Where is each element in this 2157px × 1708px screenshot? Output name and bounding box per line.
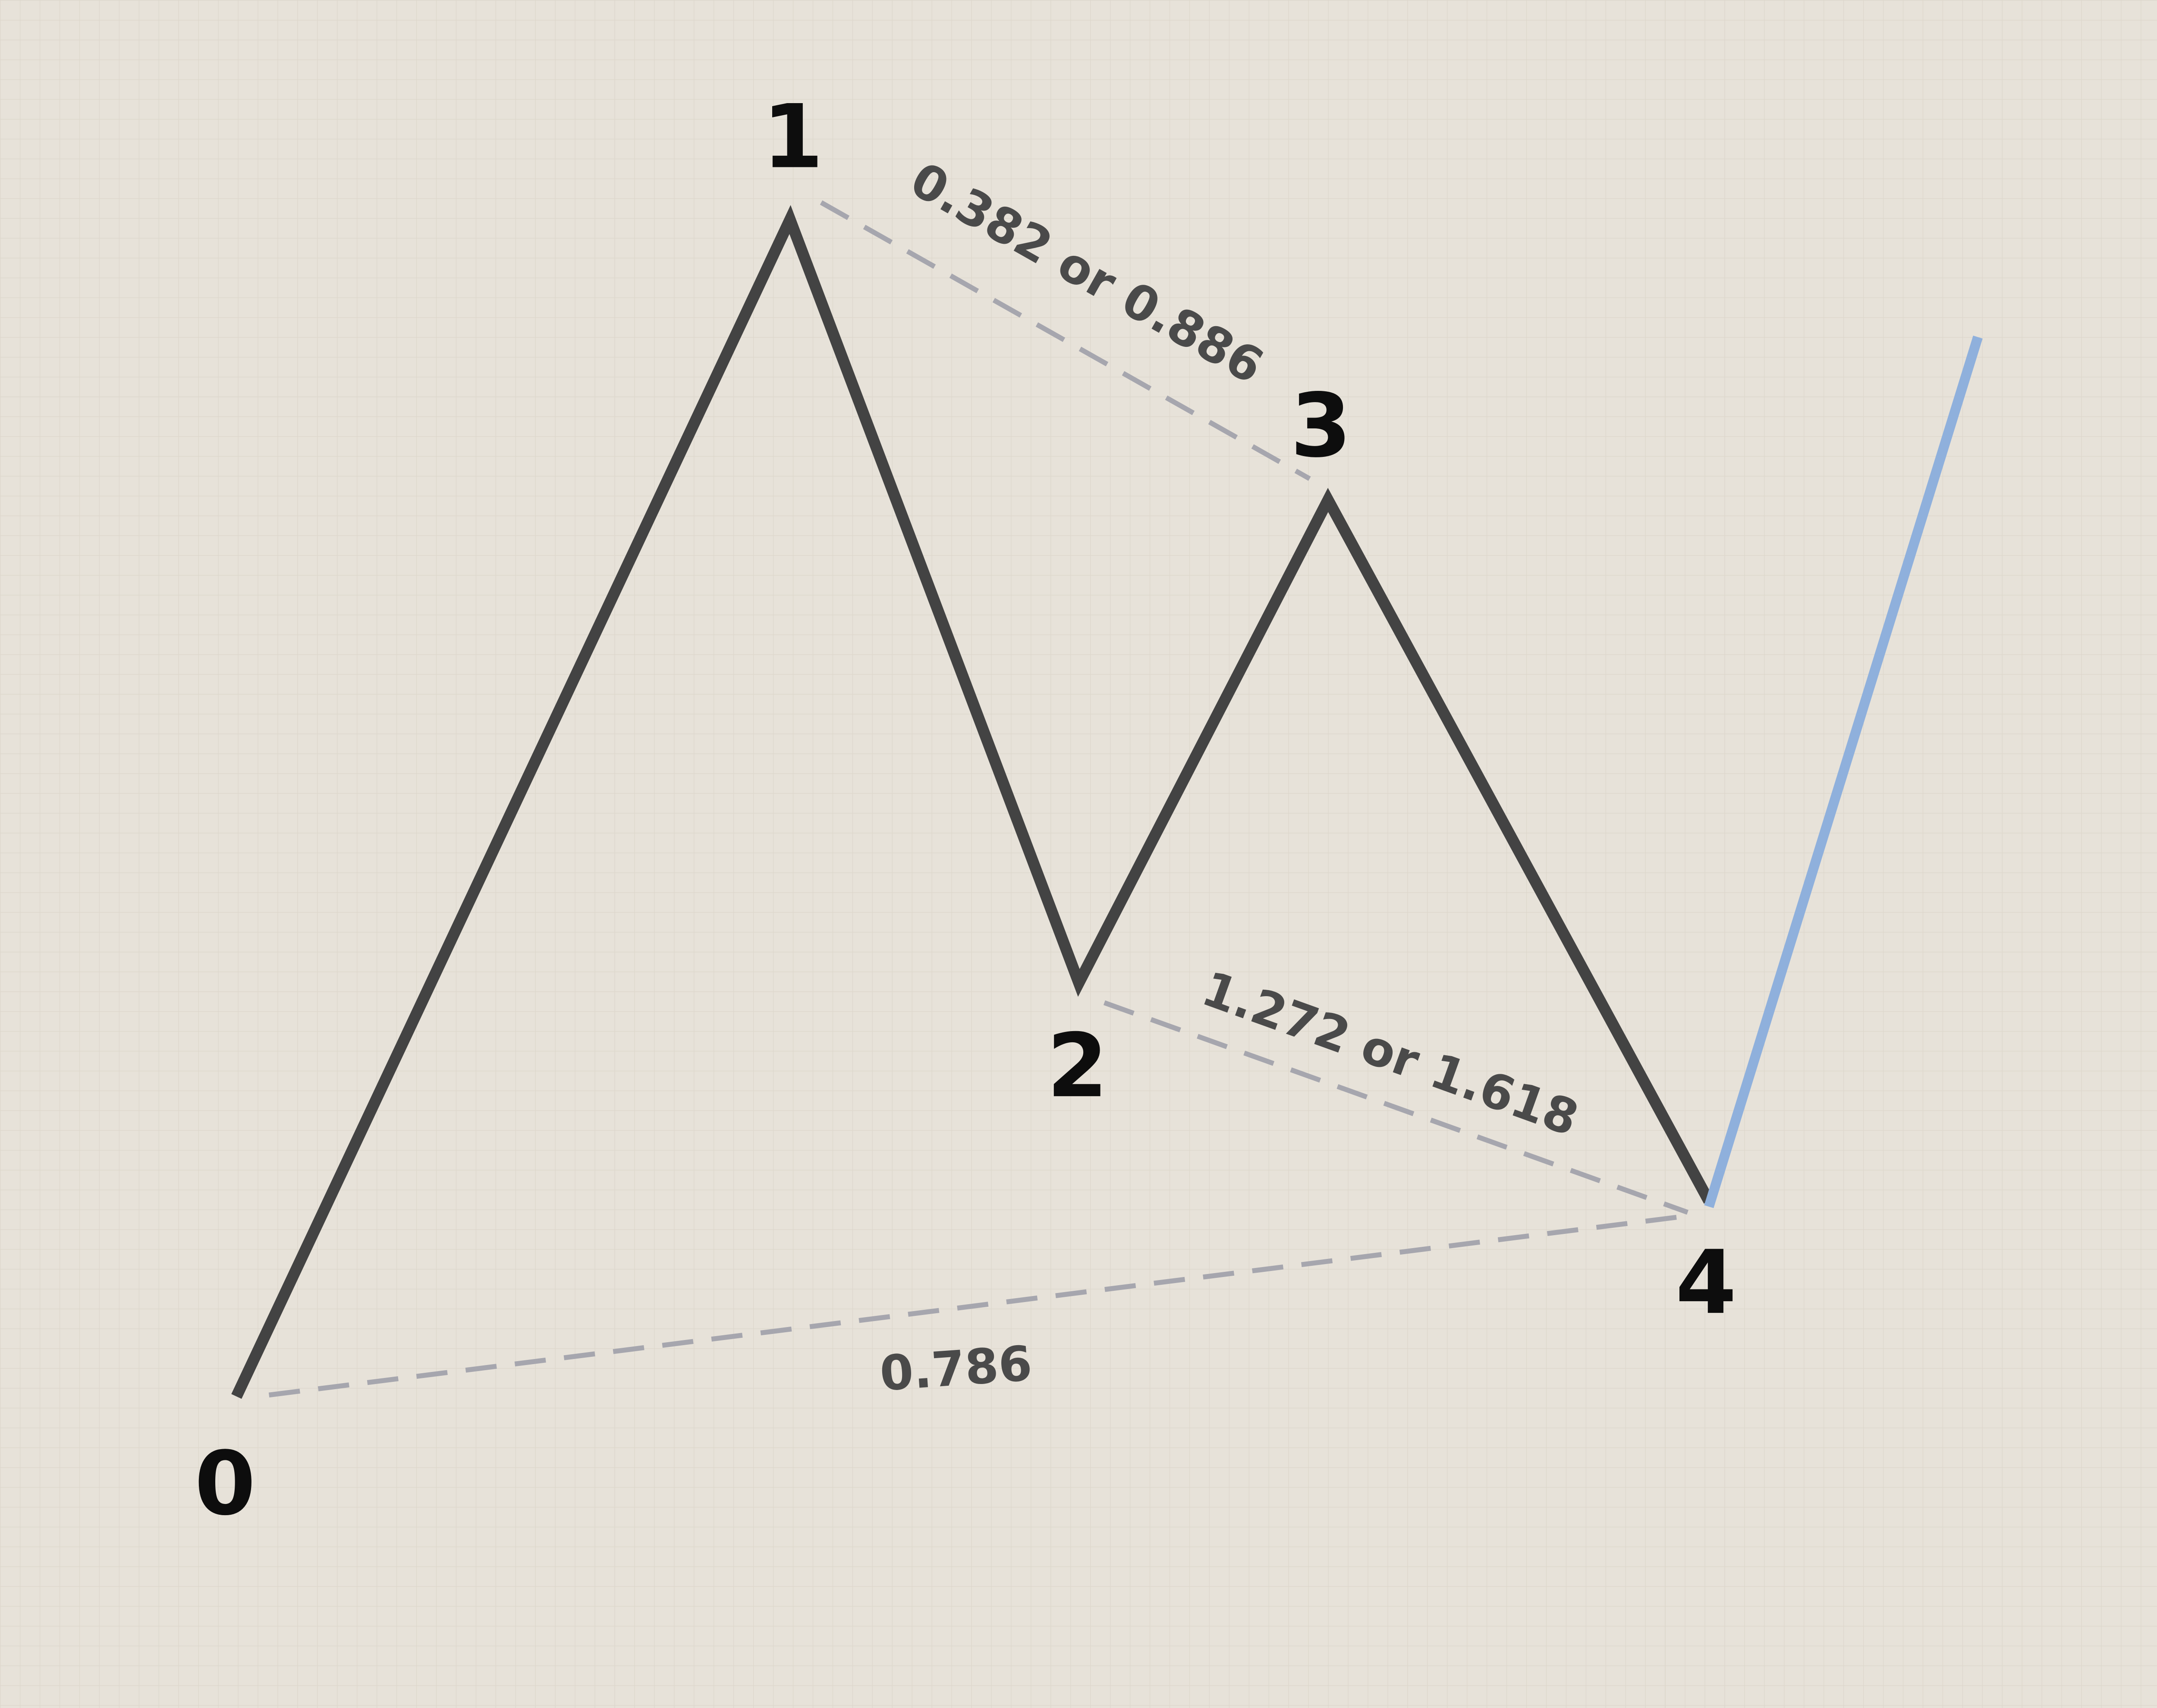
ratio-label-0-4: 0.786 [878,1335,1034,1402]
projection-line [1704,335,1983,1208]
point-label-3: 3 [1290,374,1352,477]
ratio-line-1-3 [820,200,1311,481]
point-label-1: 1 [762,85,824,188]
point-label-0: 0 [195,1432,256,1535]
point-label-2: 2 [1047,1015,1108,1117]
point-label-4: 4 [1676,1231,1737,1334]
ratio-line-2-4 [1103,1000,1688,1215]
pattern-line [231,205,1714,1399]
ratio-line-0-4 [268,1212,1694,1398]
